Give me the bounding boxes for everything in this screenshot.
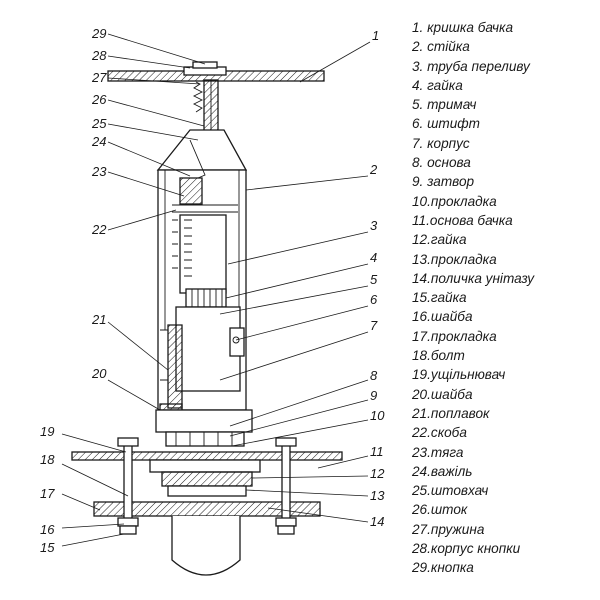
callout-11: 11: [370, 444, 384, 459]
callout-4: 4: [370, 250, 377, 265]
body: [175, 306, 245, 392]
tank-base: [71, 451, 343, 461]
legend-item: 16.шайба: [412, 309, 473, 325]
bowl-inlet: [171, 516, 241, 576]
callout-5: 5: [370, 272, 378, 287]
callout-8: 8: [370, 368, 378, 383]
callout-20: 20: [91, 366, 107, 381]
legend-item: 3. труба переливу: [412, 58, 530, 74]
callout-27: 27: [91, 70, 107, 85]
callout-18: 18: [40, 452, 55, 467]
button-assembly: [183, 61, 227, 140]
legend-item: 12.гайка: [412, 232, 467, 248]
legend-item: 25.штовхач: [412, 483, 489, 499]
legend-item: 2. стійка: [412, 39, 470, 55]
nut: [185, 288, 227, 308]
legend-item: 5. тримач: [412, 97, 477, 113]
callout-25: 25: [91, 116, 107, 131]
callout-9: 9: [370, 388, 377, 403]
callout-29: 29: [91, 26, 106, 41]
legend-item: 14.поличка унітазу: [412, 270, 535, 286]
legend-item: 29.кнопка: [412, 560, 474, 576]
callout-10: 10: [370, 408, 385, 423]
base-shutter: [155, 409, 253, 447]
callout-21: 21: [91, 312, 106, 327]
legend-item: 11.основа бачка: [412, 212, 513, 228]
leaders: [61, 33, 371, 547]
legend-item: 26.шток: [412, 502, 468, 518]
callout-22: 22: [91, 222, 107, 237]
legend-item: 7. корпус: [412, 135, 470, 151]
legend-item: 4. гайка: [412, 77, 463, 93]
legend-item: 24.важіль: [412, 463, 473, 479]
legend-item: 8. основа: [412, 155, 471, 171]
callout-26: 26: [91, 92, 107, 107]
callout-23: 23: [91, 164, 107, 179]
callout-28: 28: [91, 48, 107, 63]
callout-2: 2: [369, 162, 378, 177]
callout-14: 14: [370, 514, 384, 529]
lever: [179, 139, 206, 205]
callout-24: 24: [91, 134, 106, 149]
callout-13: 13: [370, 488, 385, 503]
callout-12: 12: [370, 466, 385, 481]
callout-7: 7: [370, 318, 378, 333]
legend-item: 9. затвор: [412, 174, 475, 190]
callout-16: 16: [40, 522, 55, 537]
callout-17: 17: [40, 486, 55, 501]
legend-item: 10.прокладка: [412, 193, 497, 209]
legend-item: 6. штифт: [412, 116, 480, 132]
legend-item: 23.тяга: [412, 444, 464, 460]
legend-item: 20.шайба: [412, 386, 473, 402]
legend-item: 13.прокладка: [412, 251, 497, 267]
legend-item: 1. кришка бачка: [412, 20, 514, 35]
bracket: [172, 204, 238, 213]
callout-19: 19: [40, 424, 54, 439]
callout-1: 1: [372, 28, 379, 43]
legend-item: 22.скоба: [412, 425, 467, 441]
parts-legend: 1. кришка бачка 2. стійка 3. труба перел…: [412, 18, 534, 578]
callout-6: 6: [370, 292, 378, 307]
callout-15: 15: [40, 540, 55, 555]
legend-item: 21.поплавок: [412, 405, 490, 421]
overflow-pipe: [172, 214, 227, 294]
fasteners: [117, 437, 297, 535]
legend-item: 19.ущільнювач: [412, 367, 506, 383]
legend-item: 28.корпус кнопки: [412, 541, 521, 557]
legend-item: 18.болт: [412, 348, 465, 364]
callout-labels: 1 2 3 4 5 6 7 8 9 10 11 12 13 14 15 16 1…: [40, 26, 385, 555]
callout-3: 3: [370, 218, 378, 233]
legend-item: 15.гайка: [412, 290, 467, 306]
legend-item: 17.прокладка: [412, 328, 497, 344]
legend-item: 27.пружина: [412, 521, 485, 537]
